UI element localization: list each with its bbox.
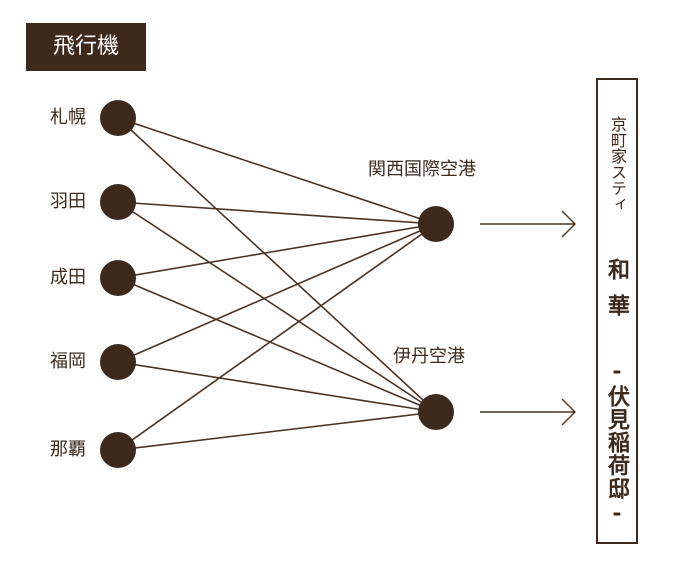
route-line-haneda-kansai (117, 201, 437, 225)
origin-label-sapporo: 札幌 (50, 107, 86, 128)
destination-box: 京町家スティ 和華 -伏見稲荷邸- (596, 78, 638, 544)
destination-subtitle: 京町家スティ (608, 116, 627, 212)
route-line-narita-kansai (117, 223, 437, 279)
arrow-itami (480, 398, 576, 426)
title-badge: 飛行機 (26, 23, 146, 71)
route-line-sapporo-kansai (117, 117, 437, 225)
route-line-naha-itami (117, 411, 437, 451)
route-line-naha-kansai (117, 223, 437, 451)
origin-label-naha: 那覇 (50, 439, 86, 460)
origin-label-haneda: 羽田 (50, 191, 86, 212)
route-lines (117, 117, 437, 451)
origin-node-narita (100, 260, 136, 296)
route-line-narita-itami (117, 277, 437, 413)
origin-node-fukuoka (100, 344, 136, 380)
origin-label-narita: 成田 (50, 267, 86, 288)
route-line-sapporo-itami (117, 117, 437, 413)
origin-label-fukuoka: 福岡 (50, 351, 86, 372)
origin-node-naha (100, 432, 136, 468)
hub-label-itami: 伊丹空港 (393, 346, 465, 367)
route-line-fukuoka-kansai (117, 223, 437, 363)
origin-node-sapporo (100, 100, 136, 136)
arrow-kansai (480, 210, 576, 238)
destination-name-main: 和華 (604, 258, 630, 330)
hub-label-kansai: 関西国際空港 (368, 159, 476, 180)
destination-name-sub: -伏見稲荷邸- (604, 358, 630, 527)
route-line-haneda-itami (117, 201, 437, 413)
hub-node-itami (418, 394, 454, 430)
hub-node-kansai (418, 206, 454, 242)
route-line-fukuoka-itami (117, 361, 437, 413)
origin-node-haneda (100, 184, 136, 220)
